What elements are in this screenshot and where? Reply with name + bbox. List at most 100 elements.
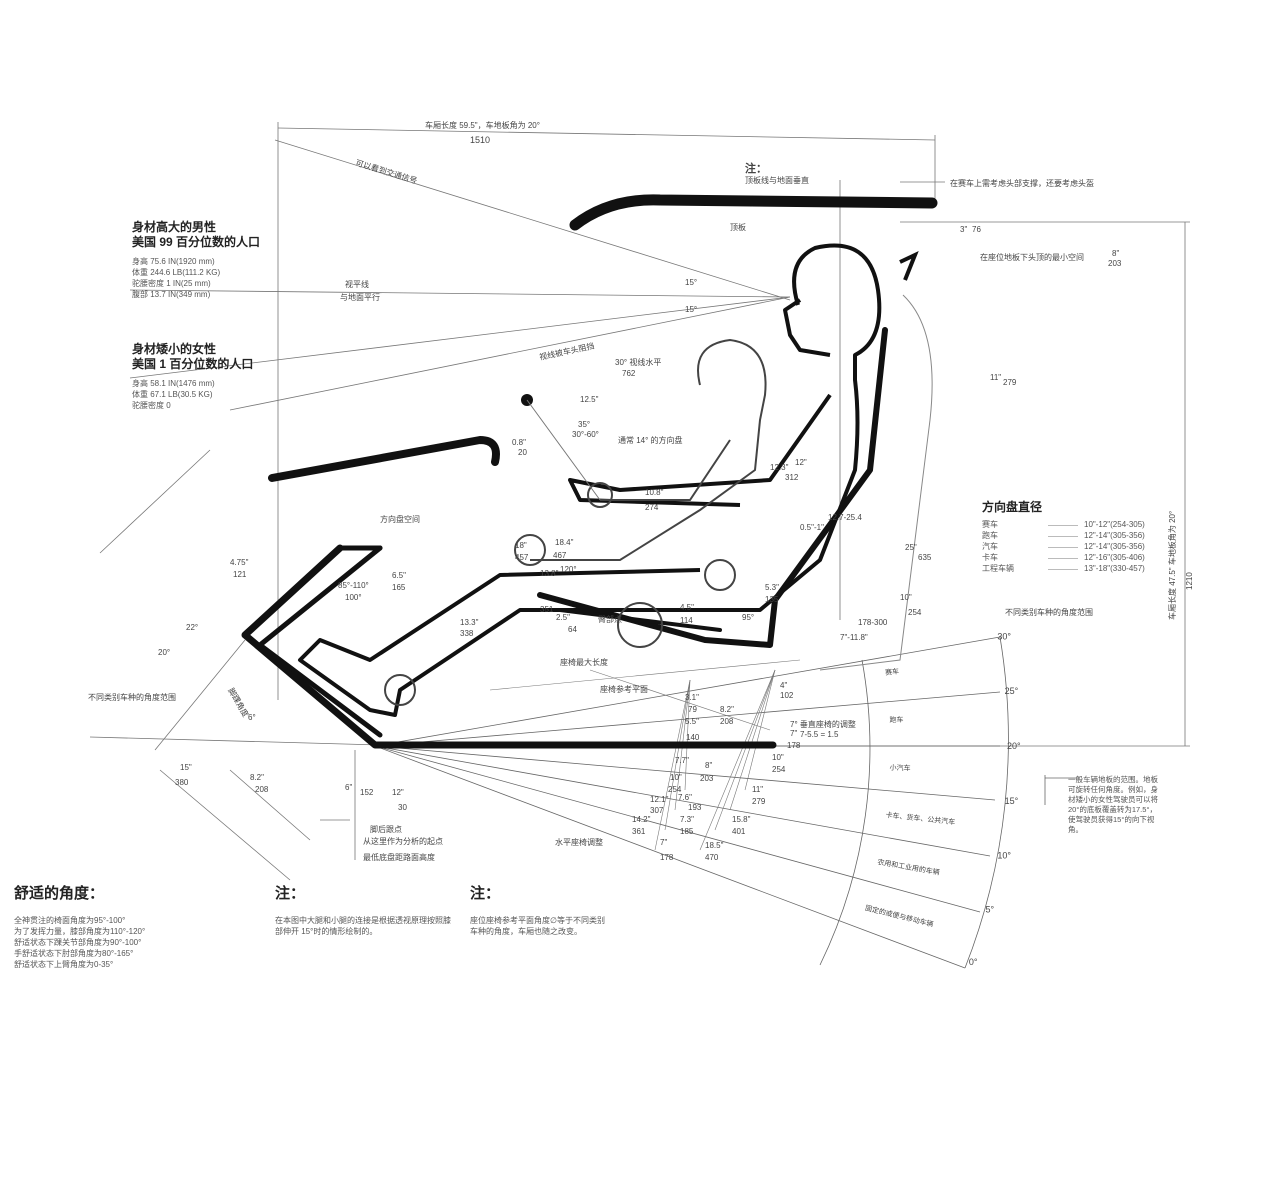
range-label-left: 不同类别车种的角度范围 xyxy=(88,692,176,702)
top-dimension-value: 1510 xyxy=(470,135,490,145)
dimension-value: 279 xyxy=(1003,378,1017,387)
dimension-value: 22° xyxy=(186,623,198,632)
view30-mm: 762 xyxy=(622,369,636,378)
dimension-value: 203 xyxy=(700,774,714,783)
seat-adjust-formula: 7-5.5 = 1.5 xyxy=(800,730,839,739)
vehicle-type: 汽车 xyxy=(982,542,998,551)
dimension-value: 0.8" xyxy=(512,438,526,447)
small-female-figure xyxy=(384,338,767,706)
female-subtitle: 美国 1 百分位数的人口 xyxy=(132,357,254,371)
comfort-title: 舒适的角度： xyxy=(14,885,105,902)
wheel-row: 汽车 12"-14"(305-356) xyxy=(982,541,1145,552)
sightline-label: 可以看到交通信号 xyxy=(354,157,418,185)
dimension-value: 4" xyxy=(780,681,787,690)
dimension-value: 13.3" xyxy=(460,618,479,627)
fan-angle-label: 10° xyxy=(997,851,1011,861)
vehicle-type: 工程车辆 xyxy=(982,564,1014,573)
fan-angle-label: 25° xyxy=(1005,686,1019,696)
leader-line xyxy=(1048,519,1078,526)
dimension-value: 114 xyxy=(680,616,693,625)
dimension-value: 457 xyxy=(515,553,529,562)
wheel-table-title: 方向盘直径 xyxy=(982,500,1043,514)
fan-note: 一般车辆地板的范围。地板可旋转任何角度。例如，身材矮小的女性驾驶员可以将20°的… xyxy=(1068,775,1158,834)
dimension-value: 20° xyxy=(158,648,170,657)
roof xyxy=(569,194,938,231)
wheel-diameter: 10"-12"(254-305) xyxy=(1084,520,1145,529)
vehicle-type: 赛车 xyxy=(982,520,998,529)
dimension-value: 361 xyxy=(632,827,646,836)
dimension-value: 64 xyxy=(568,625,577,634)
dimension-value: 4.5" xyxy=(680,603,694,612)
ground-clearance-label: 最低底盘距路面高度 xyxy=(363,852,435,862)
dimension-value: 30 xyxy=(398,803,407,812)
dimension-value: 208 xyxy=(720,717,734,726)
view30-label: 30° 视线水平 xyxy=(615,357,661,367)
horizon-label-2: 与地面平行 xyxy=(340,292,380,302)
fan-angle-label: 15° xyxy=(1005,796,1019,806)
dimension-value: 152 xyxy=(360,788,374,797)
fan-angle-labels: 30°25°20°15°10°5°0° xyxy=(969,631,1021,967)
head-clear-value: 8" xyxy=(1112,249,1119,258)
dimension-value: 121 xyxy=(233,570,247,579)
vehicle-type: 跑车 xyxy=(982,531,998,540)
dimension-value: 6" xyxy=(345,783,352,792)
horizontal-adjust-label: 水平座椅调整 xyxy=(555,837,603,847)
floor xyxy=(241,544,777,749)
male-stat: 体重 244.6 LB(111.2 KG) xyxy=(132,268,221,277)
dimension-value: 7" xyxy=(660,838,667,847)
angle-15-down: 15° xyxy=(685,305,697,314)
dimension-value: 102 xyxy=(780,691,794,700)
dimension-value: 254 xyxy=(908,608,922,617)
note-2-text: 座位座椅参考平面角度∅等于不同类别车种的角度，车厢也随之改变。 xyxy=(470,916,605,936)
fan-sector-label: 跑车 xyxy=(889,715,903,724)
dimension-value: 18" xyxy=(515,541,527,550)
dimension-value: 274 xyxy=(645,503,659,512)
dimension-value: 18.4" xyxy=(555,538,574,547)
dimension-value: 635 xyxy=(918,553,932,562)
note-2: 注： 座位座椅参考平面角度∅等于不同类别车种的角度，车厢也随之改变。 xyxy=(470,882,610,937)
dimension-value: 193 xyxy=(688,803,702,812)
dimension-value: 10" xyxy=(900,593,912,602)
dimension-value: 25" xyxy=(905,543,917,552)
dimension-value: 12.7-25.4 xyxy=(828,513,862,522)
vehicle-type: 卡车 xyxy=(982,553,998,562)
female-stat: 驼腰密度 0 xyxy=(132,401,171,410)
wheel-row: 赛车 10"-12"(254-305) xyxy=(982,519,1145,530)
dimension-value: 178 xyxy=(660,853,674,862)
dimension-value: 135 xyxy=(765,595,779,604)
dimension-value: 5.3" xyxy=(765,583,779,592)
note-2-title: 注： xyxy=(470,885,501,902)
comfort-line: 舒适状态下踝关节部角度为90°-100° xyxy=(14,938,142,947)
dimension-value: 3.1" xyxy=(685,693,699,702)
dimension-values: 12.5"35°30°-60°0.8"2010.8"27418.4"46718"… xyxy=(158,373,1017,862)
comfort-line: 为了发挥力量，膝部角度为110°-120° xyxy=(14,927,146,936)
dimension-value: 20 xyxy=(518,448,527,457)
leader-line xyxy=(1048,530,1078,537)
fan-sector-label: 小汽车 xyxy=(889,763,910,773)
seat xyxy=(537,327,888,648)
dimension-value: 2.5" xyxy=(556,613,570,622)
heel-label: 脚后跟点 xyxy=(370,824,402,834)
dimension-value: 312 xyxy=(785,473,799,482)
dimension-value: 467 xyxy=(553,551,567,560)
male-subtitle: 美国 99 百分位数的人口 xyxy=(132,235,261,249)
angle-15-up: 15° xyxy=(685,278,697,287)
note-title: 注： xyxy=(745,161,767,175)
leader-line xyxy=(1048,552,1078,559)
dimension-value: 140 xyxy=(686,733,700,742)
dimension-value: 100° xyxy=(345,593,362,602)
dimension-value: 79 xyxy=(688,705,697,714)
dimension-value: 8.2" xyxy=(720,705,734,714)
wheel-diameter: 12"-14"(305-356) xyxy=(1084,542,1145,551)
fan-sector-label: 赛车 xyxy=(885,666,900,676)
top-dimension-label: 车厢长度 59.5"，车地板角为 20° xyxy=(425,120,540,130)
dimension-value: 7.6" xyxy=(678,793,692,802)
dimension-value: 254 xyxy=(772,765,786,774)
male-stat: 腹部 13.7 IN(349 mm) xyxy=(132,290,211,299)
note-1-text: 在本图中大腿和小腿的连接是根据透视原理按照膝部伸开 15°时的情形绘制的。 xyxy=(275,916,451,936)
dimension-value: 11" xyxy=(752,785,763,794)
right-dimension-label: 车厢长度 47.5" 车地板角为 20° xyxy=(1167,511,1177,620)
